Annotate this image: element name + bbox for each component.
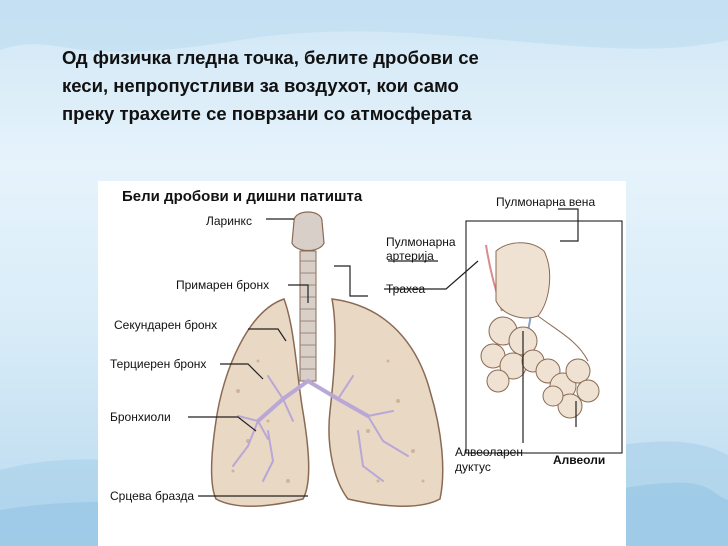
slide-text-line-3: преку трахеите се поврзани со атмосферат… bbox=[62, 103, 472, 124]
slide-text-line-2: кеси, непропустливи за воздухот, кои сам… bbox=[62, 75, 459, 96]
label-larynx: Ларинкс bbox=[206, 214, 252, 228]
label-trachea: Трахеа bbox=[386, 282, 426, 296]
figure-title: Бели дробови и дишни патишта bbox=[122, 188, 363, 205]
label-primary-bronchus: Примарен бронх bbox=[176, 278, 270, 292]
label-alveolar-duct-line-1: Алвеоларен bbox=[455, 445, 523, 459]
label-pulmonary-vein: Пулмонарна вена bbox=[496, 195, 596, 209]
slide-text-line-1: Од физичка гледна точка, белите дробови … bbox=[62, 47, 479, 68]
slide-text: Од физичка гледна точка, белите дробови … bbox=[62, 44, 662, 128]
label-tertiary-bronchus: Терциерен бронх bbox=[110, 357, 207, 371]
label-pulmonary-artery-line-2: артерија bbox=[386, 249, 434, 263]
label-secondary-bronchus: Секундарен бронх bbox=[114, 318, 218, 332]
right-lung-shape bbox=[328, 298, 444, 507]
label-alveolar-duct-line-2: дуктус bbox=[455, 460, 491, 474]
label-cardiac-notch: Срцева бразда bbox=[110, 489, 194, 503]
label-alveoli: Алвеоли bbox=[553, 453, 606, 467]
trachea-shape bbox=[299, 250, 317, 382]
larynx-shape bbox=[291, 211, 325, 252]
label-leader-lines bbox=[188, 208, 579, 497]
label-bronchioles: Бронхиоли bbox=[110, 410, 171, 424]
lungs-diagram: Бели дробови и дишни патишта Ларинкс При… bbox=[98, 181, 626, 546]
label-pulmonary-artery-line-1: Пулмонарна bbox=[386, 235, 456, 249]
left-lung-shape bbox=[210, 298, 310, 507]
lungs-illustration bbox=[188, 208, 623, 507]
